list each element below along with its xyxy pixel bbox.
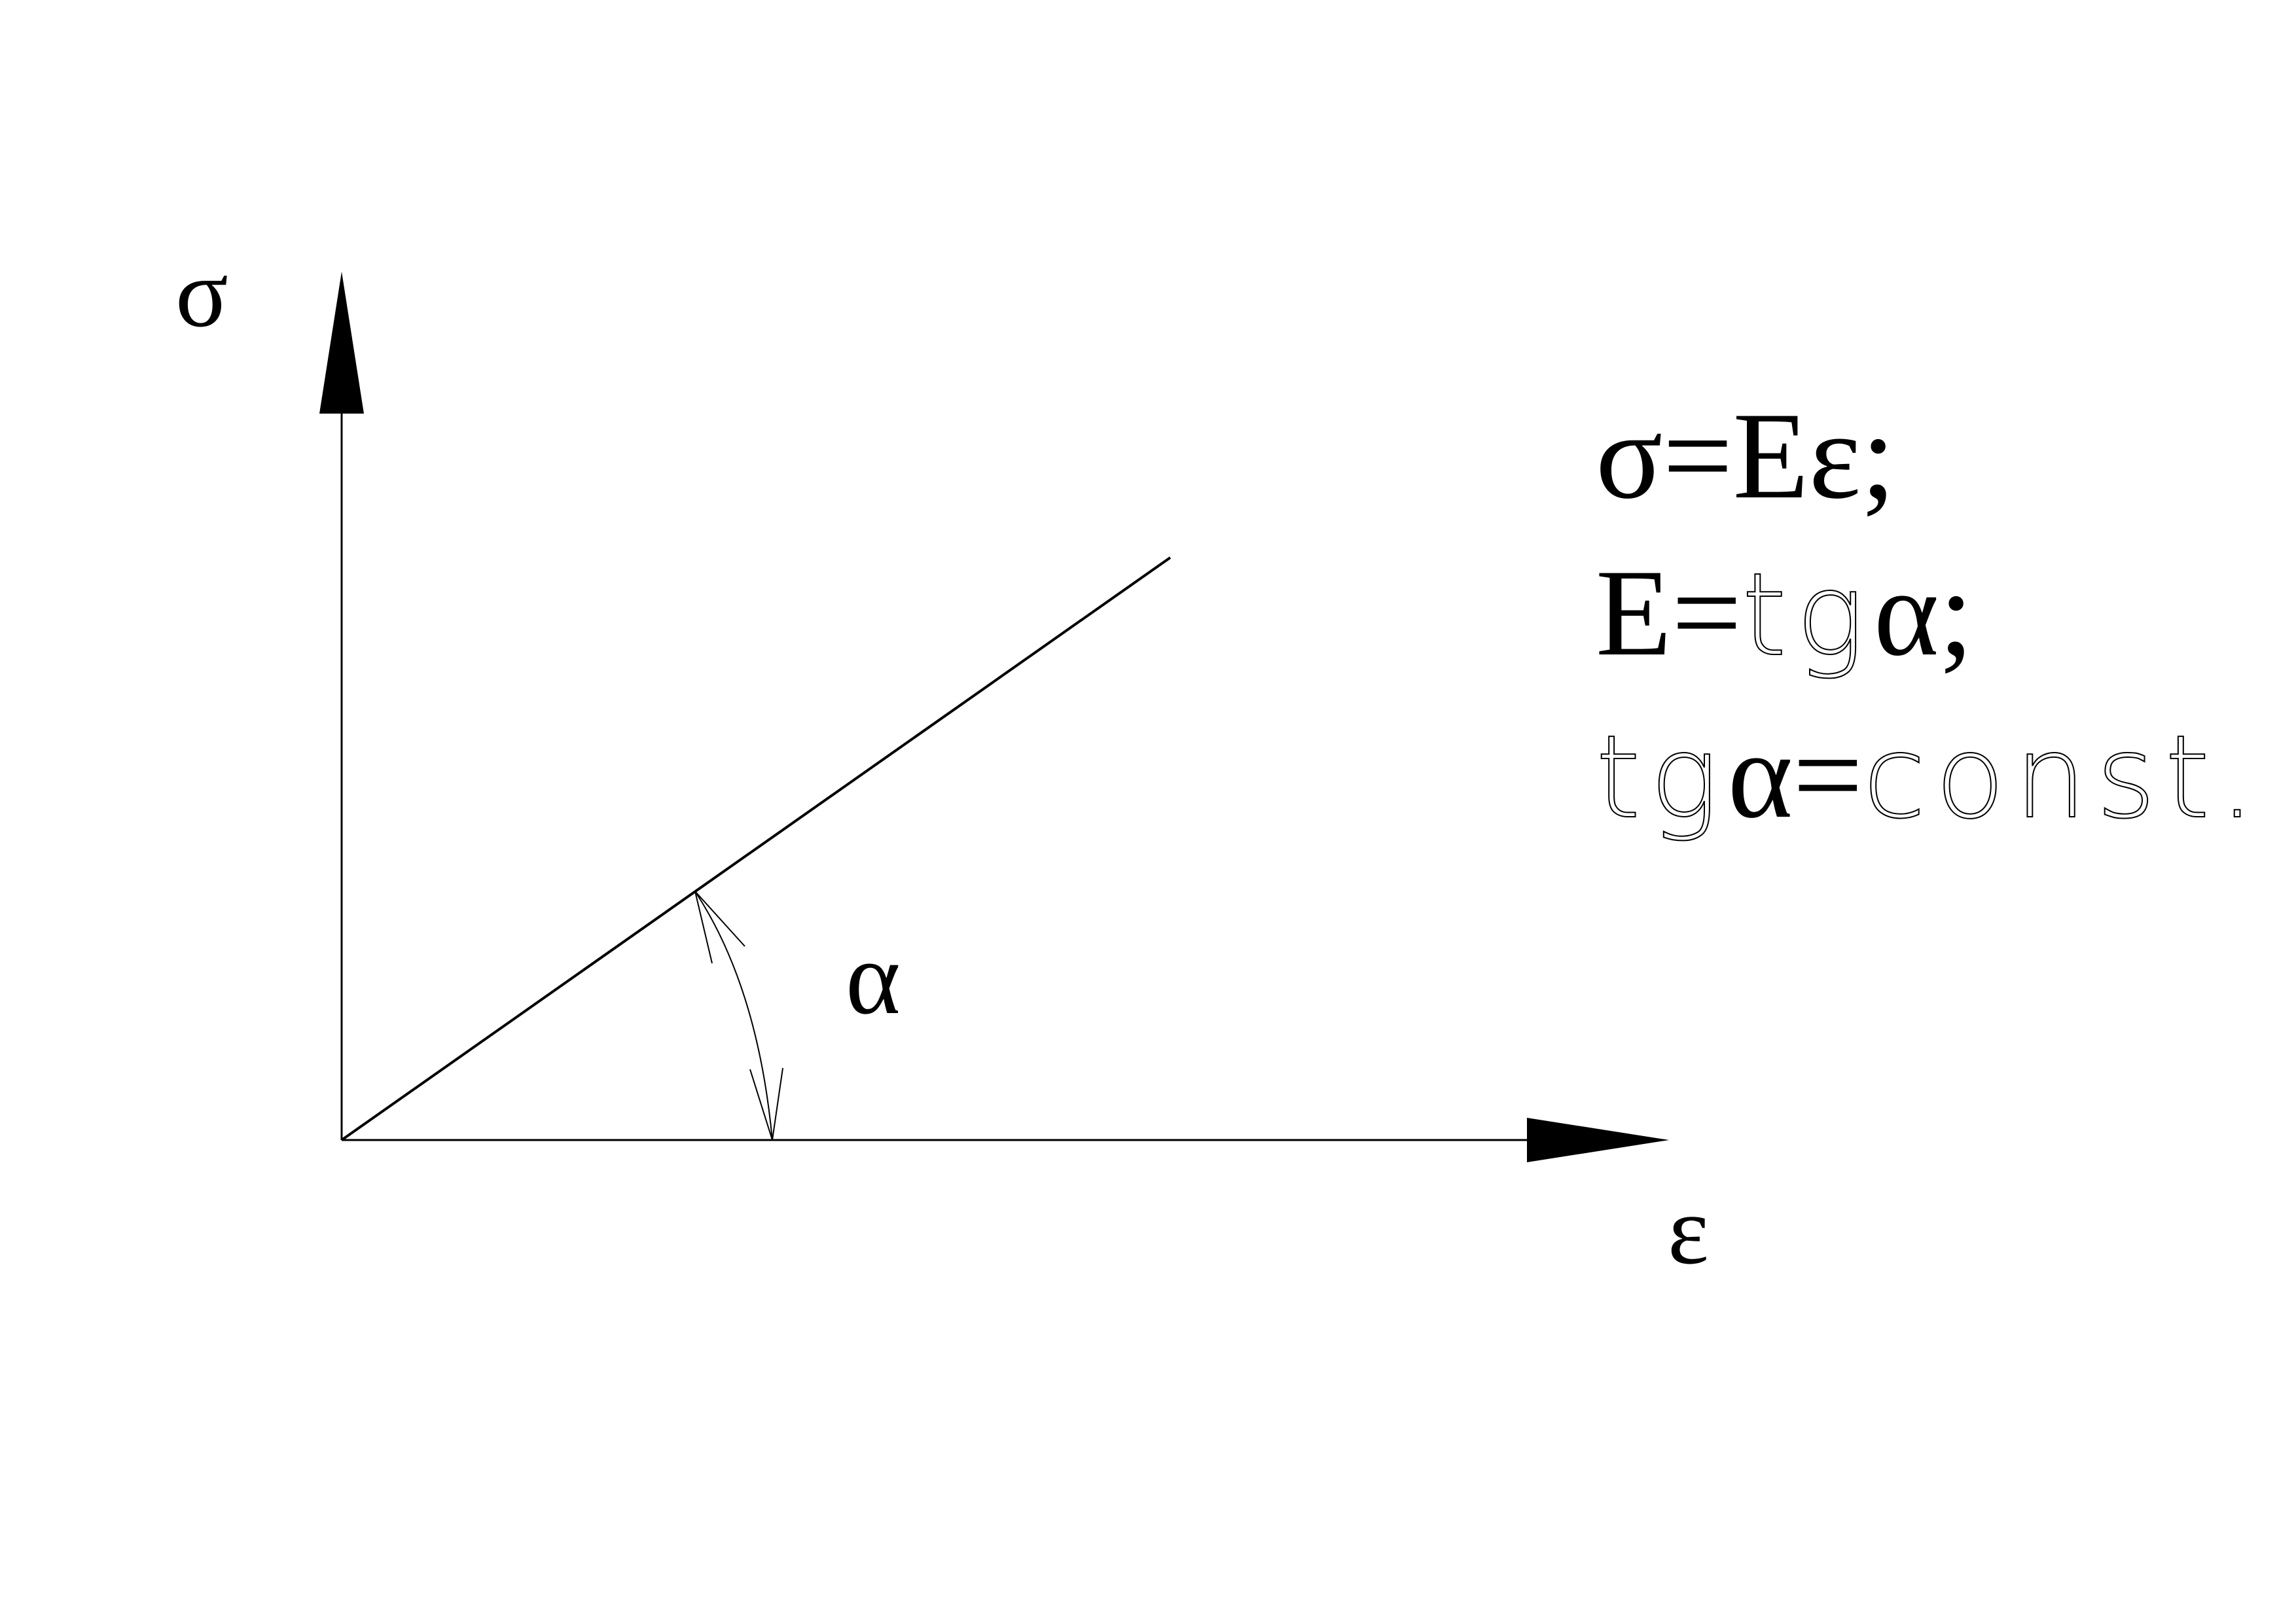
angle-arrowhead-lower-right [772, 1067, 783, 1141]
angle-arrowhead-upper-left [694, 891, 713, 964]
angle-arrowhead-upper-right [694, 891, 745, 947]
formula-modulus-right: α; [1874, 544, 1973, 682]
formula-line-1: σ=Eε; [1596, 387, 1895, 525]
formula-tangent-text: tg [1742, 549, 1874, 682]
x-axis-arrowhead [1527, 1118, 1669, 1162]
angle-arc [694, 891, 773, 1141]
x-axis-label: ε [1668, 1176, 1709, 1285]
formula-line-2: E=tgα; [1596, 544, 1973, 682]
formula-alpha-equals: α= [1728, 707, 1863, 844]
formula-modulus-left: E= [1596, 544, 1742, 682]
stress-strain-line [340, 556, 1172, 1141]
formula-line-3: tgα=const. [1596, 707, 2265, 844]
y-axis-label: σ [175, 239, 228, 348]
y-axis-arrowhead [319, 272, 364, 414]
angle-label: α [846, 919, 901, 1036]
formula-tangent-prefix: tg [1596, 711, 1728, 844]
formula-constant-text: const. [1863, 711, 2265, 844]
formula-hookes-law: σ=Eε; [1596, 387, 1895, 525]
angle-arrowhead-lower-left [749, 1069, 773, 1141]
